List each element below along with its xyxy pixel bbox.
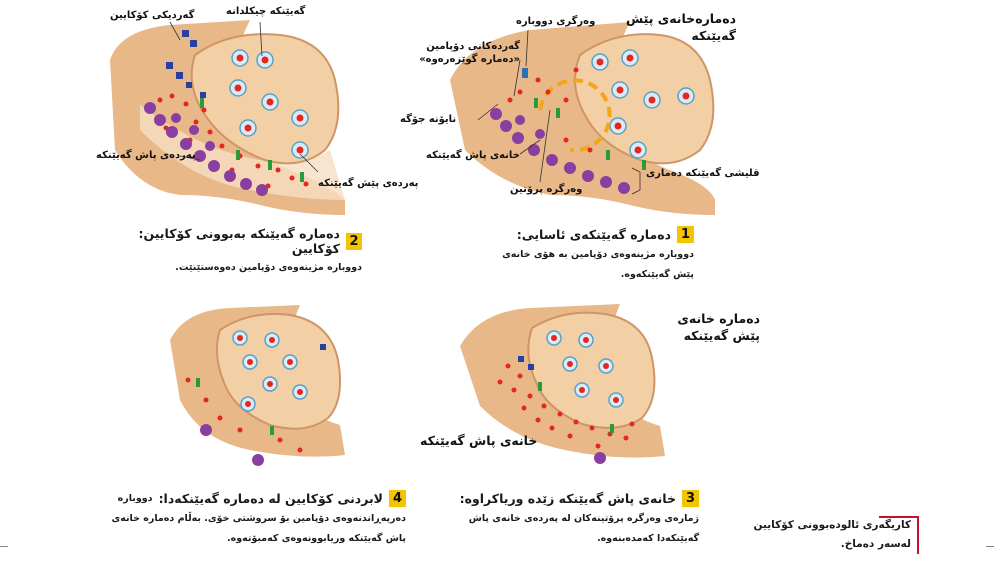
caption-body-3: ژمارەی وەرگرە پرۆتینەکان لە پەردەی خانەی… bbox=[468, 513, 699, 544]
label-reuptake-receptor: وەرگری دووبارە bbox=[516, 16, 596, 27]
figure-caption-text: کاریگەری ئالودەبوونی کۆکایین لەسەر دەماخ… bbox=[753, 519, 911, 550]
caption-panel-1: 1 دەمارە گەیێنکەی ئاسایی: دووبارە مژینەو… bbox=[480, 226, 694, 285]
dopamine-in-vesicles bbox=[234, 54, 304, 154]
dopamine-molecules-cleft bbox=[507, 67, 593, 153]
label-postsynaptic-cell-3: خانەی پاش گەیێنکە bbox=[420, 433, 538, 448]
postsynaptic-cells-row bbox=[200, 424, 264, 466]
step-number-3: 3 bbox=[682, 490, 699, 507]
caption-body-2: دووبارە مژینەوەی دۆپامین دەوەستێنێت. bbox=[175, 262, 362, 273]
reuptake-cycle-arrow bbox=[538, 78, 612, 153]
caption-body-1: دووبارە مژینەوەی دۆپامین بە هۆی خانەی پێ… bbox=[502, 249, 694, 280]
label-presynaptic-neuron-3: دەمارە خانەی پێش گەیێنکە bbox=[677, 311, 760, 343]
receptor-proteins bbox=[534, 98, 646, 170]
postsynaptic-cells-row bbox=[594, 452, 606, 464]
label-postsynaptic-membrane: پەردەی پاش گەیێنکە bbox=[96, 150, 196, 161]
postsynaptic-cell bbox=[450, 22, 715, 215]
label-cocaine-molecule: گەردیکی کۆکایین bbox=[110, 10, 195, 21]
caption-title-4: لابردنی کۆکایین لە دەمارە گەیێنکەدا: bbox=[158, 491, 383, 506]
panel-hyper-alert-postsynaptic: دەمارە خانەی پێش گەیێنکە خانەی پاش گەیێن… bbox=[420, 296, 760, 486]
panel-normal-synapse: دەمارەخانەی پێش گەیێنکە وەرگری دووبارە گ… bbox=[370, 0, 790, 300]
panel-cocaine-removed bbox=[140, 300, 380, 480]
caption-title-3: خانەی پاش گەیێنکە زێدە وریاکراوە: bbox=[459, 491, 676, 506]
receptor-proteins bbox=[196, 378, 274, 435]
page-tick-left bbox=[0, 546, 8, 547]
figure-caption-note: کاریگەری ئالودەبوونی کۆکایین لەسەر دەماخ… bbox=[731, 516, 919, 554]
synapse-illustration-2 bbox=[110, 20, 345, 215]
step-number-4: 4 bbox=[389, 490, 406, 507]
caption-panel-3: 3 خانەی پاش گەیێنکە زێدە وریاکراوە: ژمار… bbox=[455, 490, 699, 549]
synapse-illustration-3 bbox=[460, 304, 665, 464]
cocaine-molecules bbox=[518, 356, 534, 370]
label-postsynaptic-cell: خانەی پاش گەیێنکە bbox=[426, 150, 520, 161]
reuptake-transporters bbox=[522, 68, 528, 78]
caption-rule bbox=[879, 516, 919, 518]
leader-lines-2 bbox=[169, 21, 319, 173]
caption-title-1: دەمارە گەیێنکەی ئاسایی: bbox=[516, 227, 671, 242]
panel-cocaine-synapse: گەیێنکە چیکلدانە گەردیکی کۆکایین پەردەی … bbox=[0, 0, 440, 290]
receptor-proteins bbox=[538, 382, 614, 433]
label-presynaptic-membrane: پەردەی پێش گەیێنکە bbox=[318, 178, 419, 189]
label-ion-channel: نایۆنە جۆگە bbox=[400, 114, 457, 125]
cocaine-molecules bbox=[166, 30, 206, 98]
receptor-proteins bbox=[200, 98, 304, 182]
dopamine-in-vesicles bbox=[596, 54, 690, 154]
label-synaptic-cleft: قلیشی گەیێنکە دەماری bbox=[646, 168, 760, 179]
label-vesicle: گەیێنکە چیکلدانە bbox=[226, 6, 306, 17]
synapse-illustration-4 bbox=[170, 305, 345, 466]
label-dopamine-transmitter: گەردەکانی دۆپامین «دەمارە گوێزەرەوە» bbox=[419, 41, 520, 65]
caption-panel-4: 4 لابردنی کۆکایین لە دەمارە گەیێنکەدا: د… bbox=[110, 490, 406, 549]
dopamine-molecules-cleft bbox=[185, 377, 303, 453]
caption-title-2: دەمارە گەیێنکە بەبوونی کۆکایین: کۆکایین bbox=[138, 226, 340, 256]
dopamine-in-vesicles bbox=[237, 335, 303, 407]
synapse-illustration-1 bbox=[450, 22, 715, 215]
postsynaptic-cells-row bbox=[490, 108, 630, 194]
step-number-2: 2 bbox=[345, 232, 362, 250]
postsynaptic-cells-row bbox=[144, 102, 268, 196]
label-presynaptic-neuron: دەمارەخانەی پێش گەیێنکە bbox=[625, 11, 736, 43]
caption-panel-2: 2 دەمارە گەیێنکە بەبوونی کۆکایین: کۆکایی… bbox=[100, 226, 362, 278]
caption-body-4: دەرپەڕاندنەوەی دۆپامین بۆ سروشتی خۆی. بە… bbox=[111, 513, 407, 544]
label-receptor-protein: وەرگرە پرۆتین bbox=[510, 184, 583, 195]
caption-title-tail-4: دووبارە bbox=[117, 493, 153, 504]
leader-lines-1 bbox=[477, 29, 641, 195]
dopamine-in-vesicles bbox=[551, 335, 619, 403]
step-number-1: 1 bbox=[677, 226, 694, 243]
page-tick-right bbox=[986, 546, 994, 547]
cocaine-molecules bbox=[320, 344, 326, 350]
